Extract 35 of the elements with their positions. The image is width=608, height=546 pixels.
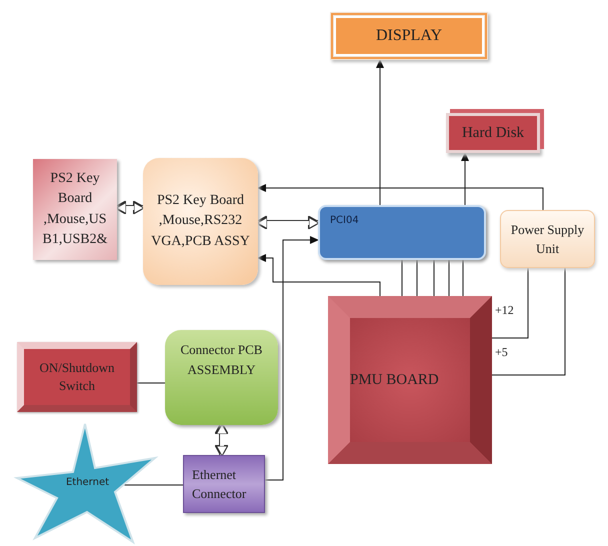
arrow [376,59,384,206]
double-arrow [216,424,228,456]
connector-line [492,268,566,376]
arrow [257,184,544,210]
connector-line [136,382,166,384]
connector-line [448,260,450,296]
node-label: PMU BOARD [350,372,439,388]
double-arrow [256,217,320,229]
arrow [264,236,319,480]
node-label: DISPLAY [376,27,442,45]
bus-board [318,205,486,260]
node-label: Power Supply Unit [510,220,586,258]
node-label: Ethernet Connector [192,466,248,503]
node-label: PS2 Key Board ,Mouse,RS232 VGA,PCB ASSY [150,192,251,251]
board-card [143,158,258,285]
node-label: ON/Shutdown Switch [38,358,116,395]
node-label: Connector PCB ASSEMBLY [180,341,264,378]
connector-line [416,260,418,296]
node-label: Hard Disk [462,124,524,142]
interface-card [33,159,117,260]
node-label: PCI04 [330,215,359,226]
double-arrow [116,202,144,214]
arrow [257,254,380,296]
connector-line [462,260,464,296]
beveled-switch-panel [17,342,137,412]
assembly-card [165,330,278,425]
power-unit-card [500,210,595,268]
beveled-board [328,296,492,464]
connector-line [122,484,184,486]
display-panel [330,12,488,60]
connector-card [183,455,265,513]
node-label: PS2 Key Board ,Mouse,US B1,USB2& [42,170,108,249]
arrow [461,152,469,206]
node-label: Ethernet [66,477,110,488]
connector-line [492,268,528,338]
